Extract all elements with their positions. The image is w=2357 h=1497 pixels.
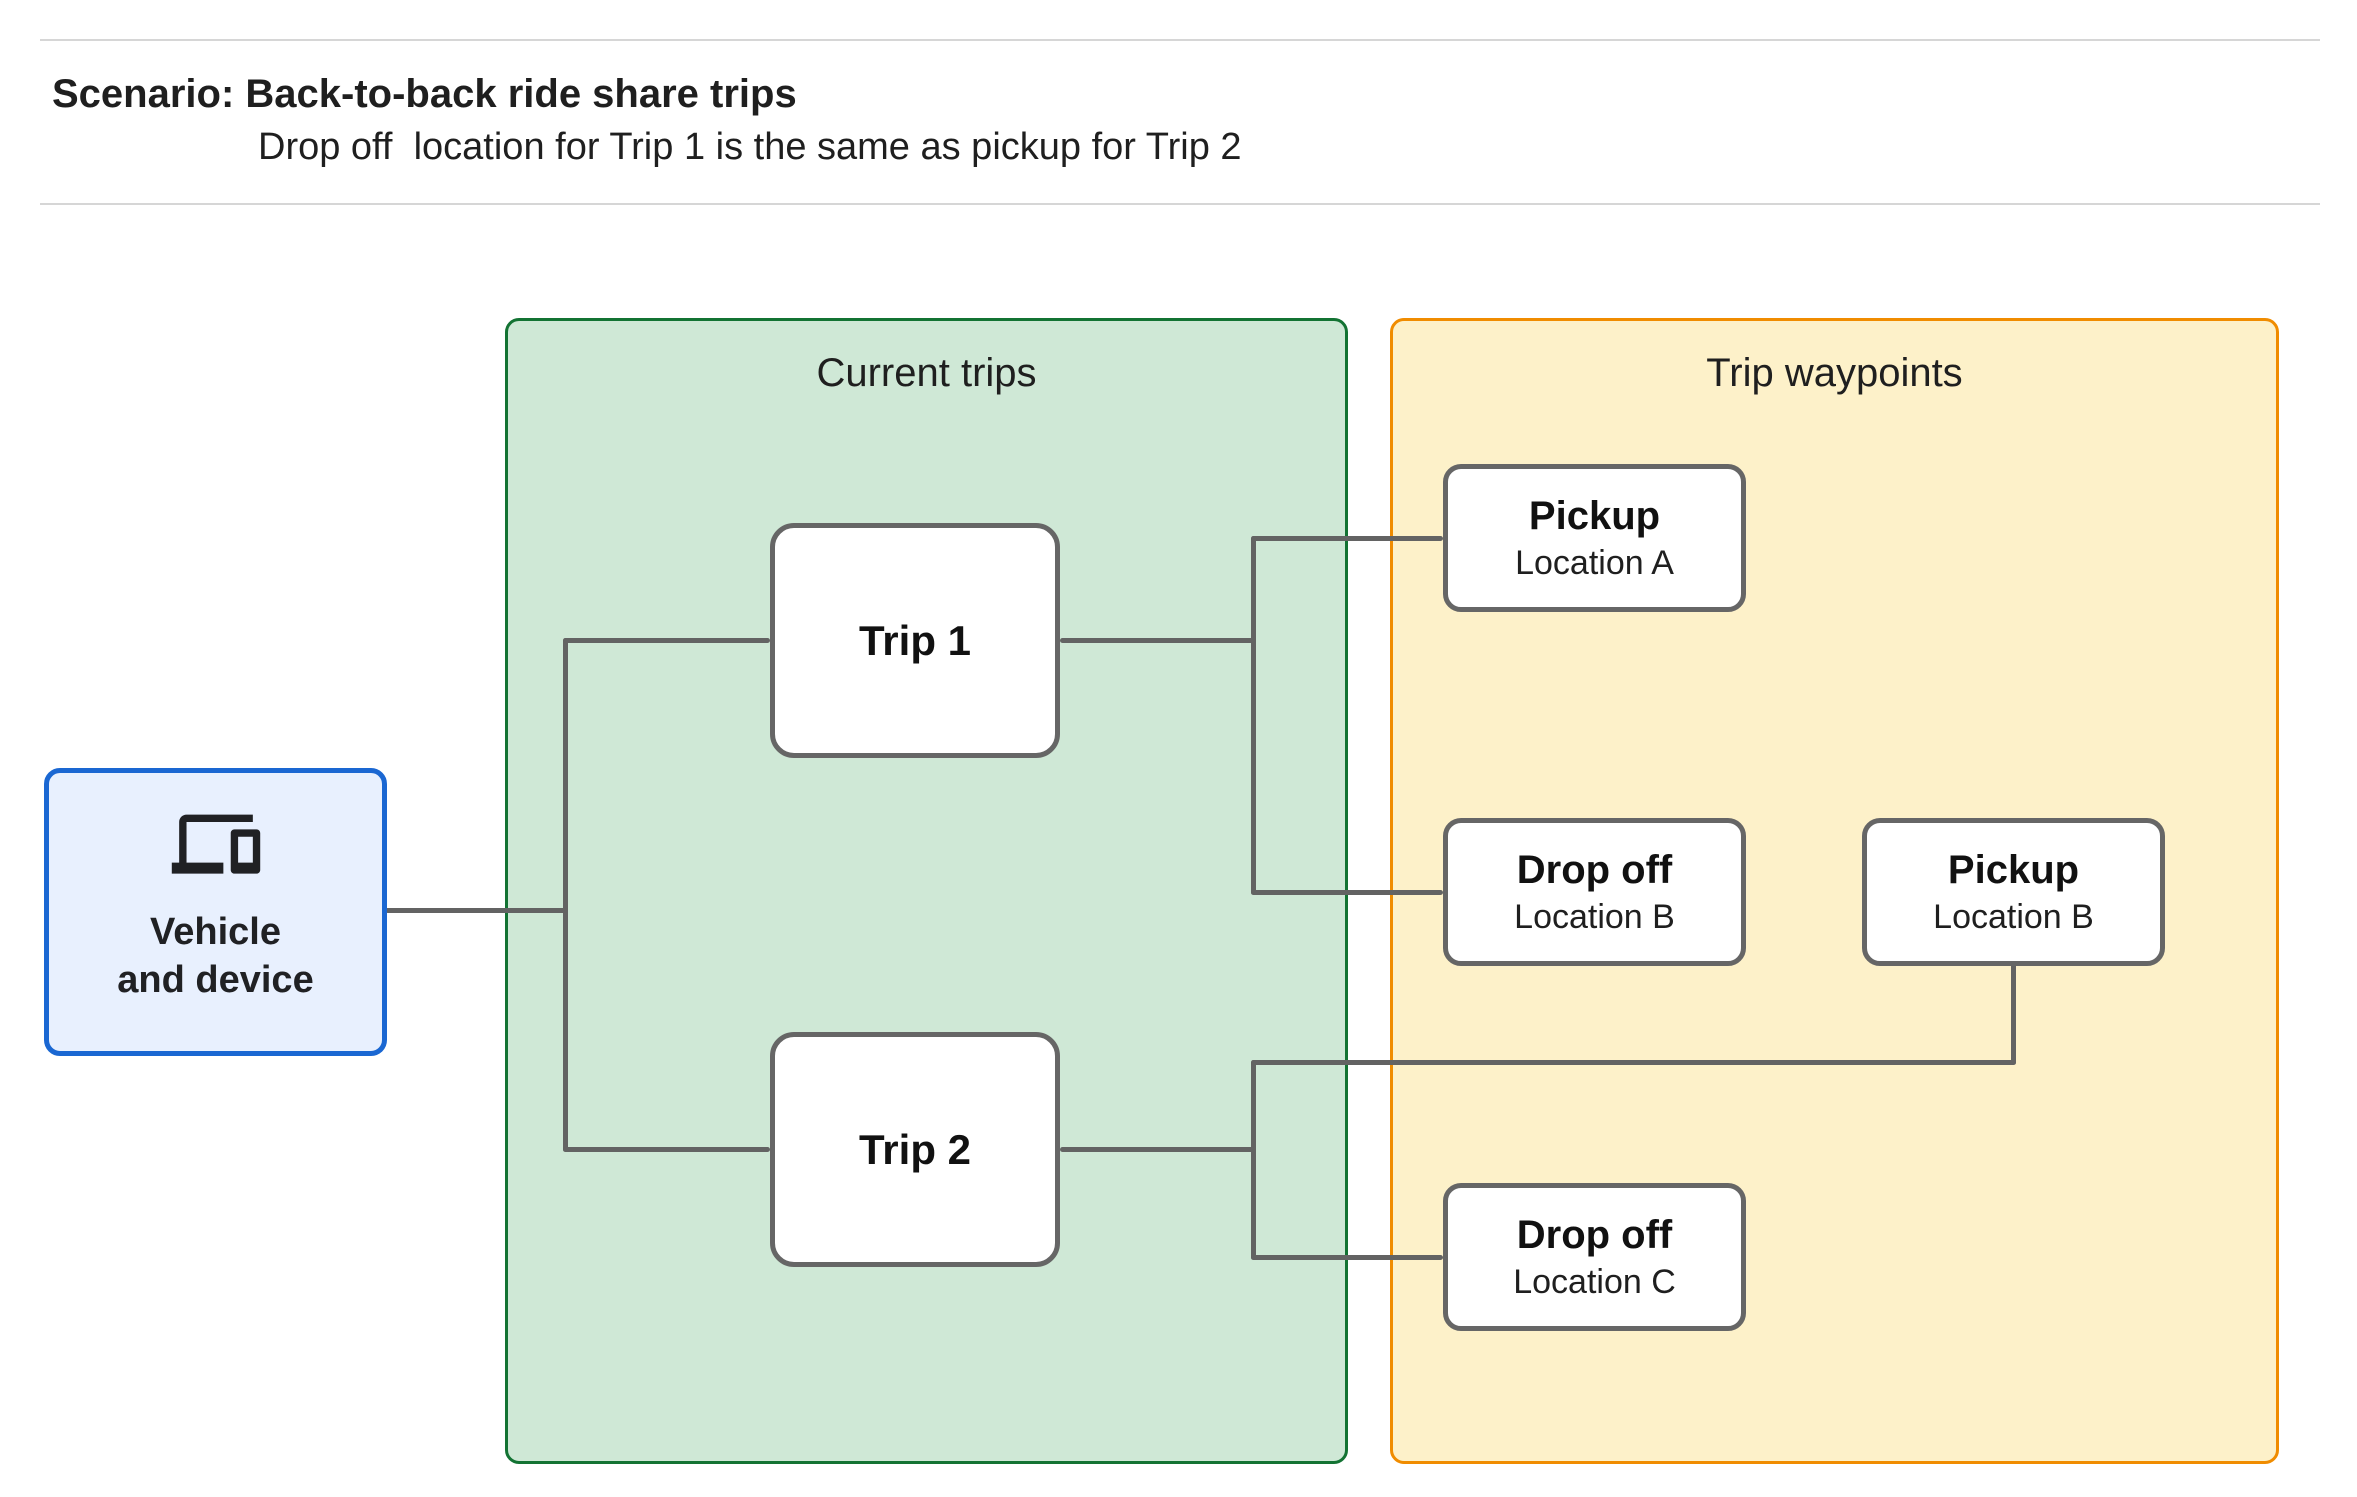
trip1-label: Trip 1	[858, 616, 972, 664]
connector-trip1-junction-vertical	[1251, 536, 1256, 895]
connector-junction-vertical-trips	[563, 638, 568, 1152]
connector-to-pickup-a	[1251, 536, 1443, 541]
page-title: Scenario: Back-to-back ride share trips	[52, 72, 797, 116]
current-trips-title: Current trips	[816, 351, 1037, 395]
trip2-node: Trip 2	[770, 1032, 1060, 1267]
connector-to-pickup-b-horizontal	[1251, 1060, 2016, 1065]
connector-junction-to-trip2	[563, 1147, 770, 1152]
top-divider	[40, 39, 2320, 41]
trip2-label: Trip 2	[858, 1125, 972, 1173]
page-subtitle: Drop off location for Trip 1 is the same…	[258, 126, 1242, 168]
connector-pickup-b-drop	[2011, 963, 2016, 1065]
connector-junction-to-trip1	[563, 638, 770, 643]
pickup-a-title: Pickup	[1528, 493, 1661, 538]
connector-trip2-out	[1060, 1147, 1256, 1152]
devices-icon	[171, 814, 260, 874]
current-trips-group: Current trips	[505, 318, 1348, 1464]
pickup-b-location: Location B	[1933, 897, 2094, 936]
vehicle-label-line1: Vehicle	[150, 911, 281, 953]
trip1-node: Trip 1	[770, 523, 1060, 758]
dropoff-c-title: Drop off	[1516, 1212, 1673, 1257]
trip-waypoints-title: Trip waypoints	[1706, 351, 1963, 395]
dropoff-c-location: Location C	[1513, 1262, 1676, 1301]
dropoff-b-title: Drop off	[1516, 847, 1673, 892]
connector-trip2-junction-vertical	[1251, 1060, 1256, 1260]
dropoff-b-location: Location B	[1514, 897, 1675, 936]
pickup-a-location: Location A	[1515, 543, 1674, 582]
connector-to-dropoff-c	[1251, 1255, 1443, 1260]
connector-vehicle-to-junction	[385, 908, 567, 913]
pickup-location-b-node: Pickup Location B	[1862, 818, 2165, 966]
vehicle-label: Vehicle and device	[117, 909, 313, 1004]
dropoff-location-c-node: Drop off Location C	[1443, 1183, 1746, 1331]
vehicle-and-device-node: Vehicle and device	[44, 768, 387, 1056]
pickup-b-title: Pickup	[1947, 847, 2080, 892]
vehicle-label-line2: and device	[117, 958, 314, 1001]
connector-to-dropoff-b	[1251, 890, 1443, 895]
pickup-location-a-node: Pickup Location A	[1443, 464, 1746, 612]
connector-trip1-out	[1060, 638, 1256, 643]
header-divider	[40, 203, 2320, 205]
dropoff-location-b-node: Drop off Location B	[1443, 818, 1746, 966]
